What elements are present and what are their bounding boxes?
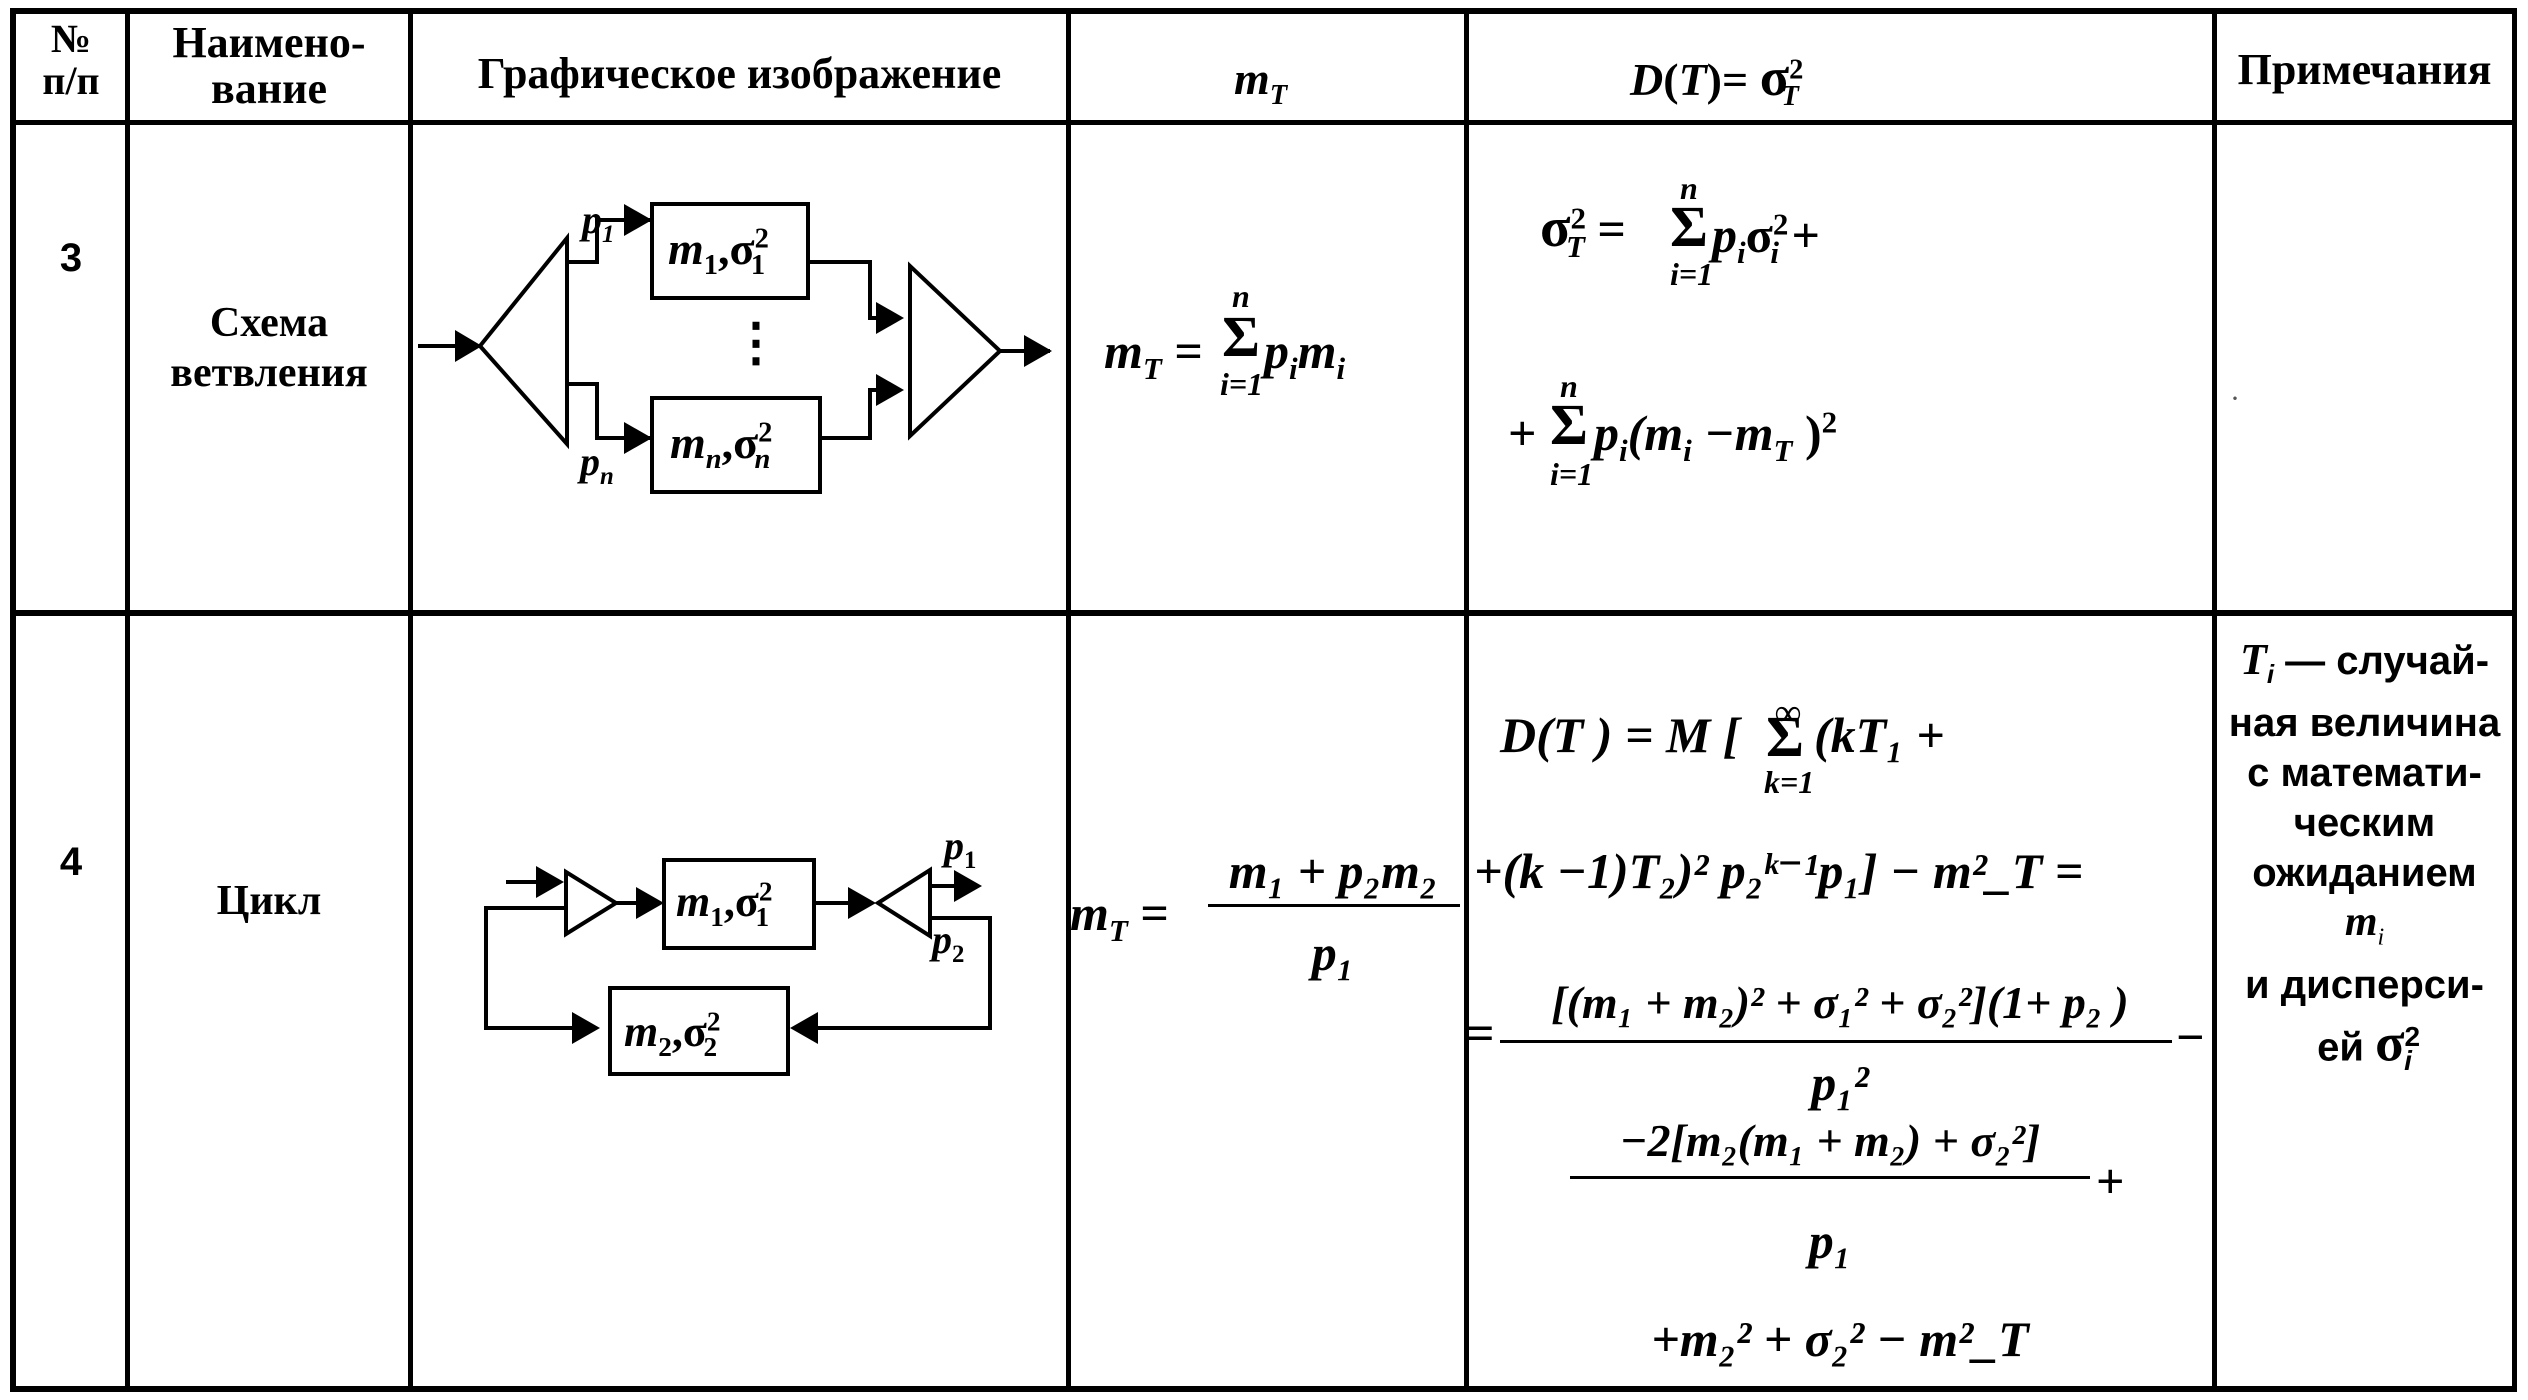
grid-line bbox=[10, 120, 2516, 125]
frac-denominator: p₁² bbox=[1811, 1055, 1869, 1111]
grid-line bbox=[10, 8, 16, 1392]
sum-sign: Σ bbox=[1222, 304, 1260, 369]
header-mt: mT bbox=[1234, 53, 1288, 112]
frac-numerator: −2[m₂(m₁ + m₂) + σ₂²] bbox=[1619, 1115, 2041, 1166]
grid-line bbox=[10, 1386, 2516, 1392]
dt-line1-body: piσ2i + bbox=[1712, 206, 1820, 270]
header-name: Наимено- вание bbox=[172, 18, 366, 114]
sum-sign: Σ bbox=[1766, 704, 1804, 769]
sum-bottom: i=1 bbox=[1220, 366, 1264, 402]
grid-line bbox=[10, 8, 2516, 14]
dt-line1-tail: (kT₁ + bbox=[1814, 707, 1945, 763]
header-num: № п/п bbox=[42, 16, 100, 103]
fraction-bar bbox=[1570, 1176, 2090, 1179]
sum-sign: Σ bbox=[1670, 194, 1708, 259]
cycle-block2-label: m2,σ22 bbox=[624, 1006, 721, 1062]
dt-line2-lead: + bbox=[1508, 405, 1537, 461]
notes-line: и дисперси- bbox=[2245, 963, 2484, 1008]
grid-line bbox=[10, 610, 2516, 616]
sum-bottom: i=1 bbox=[1670, 256, 1714, 292]
grid-line bbox=[1464, 8, 1469, 1392]
notes-line: ческим bbox=[2293, 801, 2436, 845]
grid-line bbox=[2212, 8, 2217, 1392]
grid-line bbox=[125, 8, 130, 1392]
mt-lhs: mT = bbox=[1070, 885, 1169, 948]
branch-p1-label: p1 bbox=[582, 197, 615, 248]
sum-bottom: i=1 bbox=[1550, 456, 1594, 492]
branch-pn-label: pn bbox=[580, 439, 614, 490]
fraction-bar bbox=[1208, 904, 1460, 907]
header-notes: Примечания bbox=[2237, 45, 2492, 94]
row3-num: 3 bbox=[59, 236, 83, 280]
row3-name: Схема ветвления bbox=[170, 300, 368, 397]
cycle-block1-label: m1,σ21 bbox=[676, 876, 773, 932]
cycle-p1-label: p1 bbox=[944, 823, 977, 874]
frac-numerator: m₁ + p₂m₂ bbox=[1228, 843, 1438, 899]
row4-notes: Ti — случай- ная величина с математи- че… bbox=[2217, 636, 2512, 1089]
frac-numerator: [(m₁ + m₂)² + σ₁² + σ₂²](1+ p₂ ) bbox=[1551, 977, 2129, 1028]
frac2-tail: + bbox=[2096, 1153, 2125, 1209]
sum-top: n bbox=[1232, 278, 1250, 314]
dt-line2: +(k −1)T₂)² p₂ᵏ⁻¹p₁] − m²_T = bbox=[1474, 843, 2084, 899]
branch-blockn-label: mn,σ2n bbox=[670, 417, 773, 476]
dt-line-last: +m₂² + σ₂² − m²_T bbox=[1651, 1311, 2029, 1367]
notes-line: с математи- bbox=[2247, 751, 2482, 795]
notes-line: Ti — случай- bbox=[2239, 635, 2490, 690]
frac-denominator: p₁ bbox=[1808, 1213, 1852, 1269]
notes-line: ожиданием bbox=[2252, 851, 2477, 895]
dt-line1-lhs: σ2T = bbox=[1540, 197, 1626, 264]
frac1-lead: = bbox=[1466, 1005, 1495, 1061]
grid-line bbox=[408, 8, 413, 1392]
branch-dots: ⋮ bbox=[730, 315, 782, 372]
grid-line bbox=[1066, 8, 1071, 1392]
row4-num: 4 bbox=[59, 840, 83, 884]
sum-top: n bbox=[1560, 368, 1578, 404]
sum-top: n bbox=[1680, 170, 1698, 206]
stray-mark: · bbox=[2230, 382, 2240, 415]
fraction-bar bbox=[1500, 1040, 2172, 1043]
notes-line: mi bbox=[2344, 899, 2385, 951]
branch-block1-label: m1,σ21 bbox=[668, 223, 769, 282]
header-graphic: Графическое изображение bbox=[477, 49, 1002, 98]
dt-line1: D(T ) = M [ bbox=[1500, 707, 1740, 763]
mt-lhs: mT = bbox=[1104, 323, 1203, 386]
sum-top: ∞ bbox=[1774, 692, 1802, 734]
grid-line bbox=[2512, 8, 2517, 1392]
sum-sign: Σ bbox=[1550, 392, 1588, 457]
dt-line2-body: pi(mi −mT )2 bbox=[1594, 404, 1838, 468]
frac1-tail: − bbox=[2176, 1009, 2205, 1065]
notes-line: ная величина bbox=[2228, 701, 2501, 745]
frac-denominator: p₁ bbox=[1311, 925, 1355, 981]
cycle-p2-label: p2 bbox=[932, 917, 965, 968]
header-dt: D(T)= σ2T bbox=[1630, 47, 1804, 113]
mt-body: pimi bbox=[1264, 323, 1346, 386]
notes-line: ей σ2i bbox=[2317, 1012, 2421, 1076]
sum-bottom: k=1 bbox=[1764, 764, 1815, 800]
row4-name: Цикл bbox=[216, 878, 322, 924]
